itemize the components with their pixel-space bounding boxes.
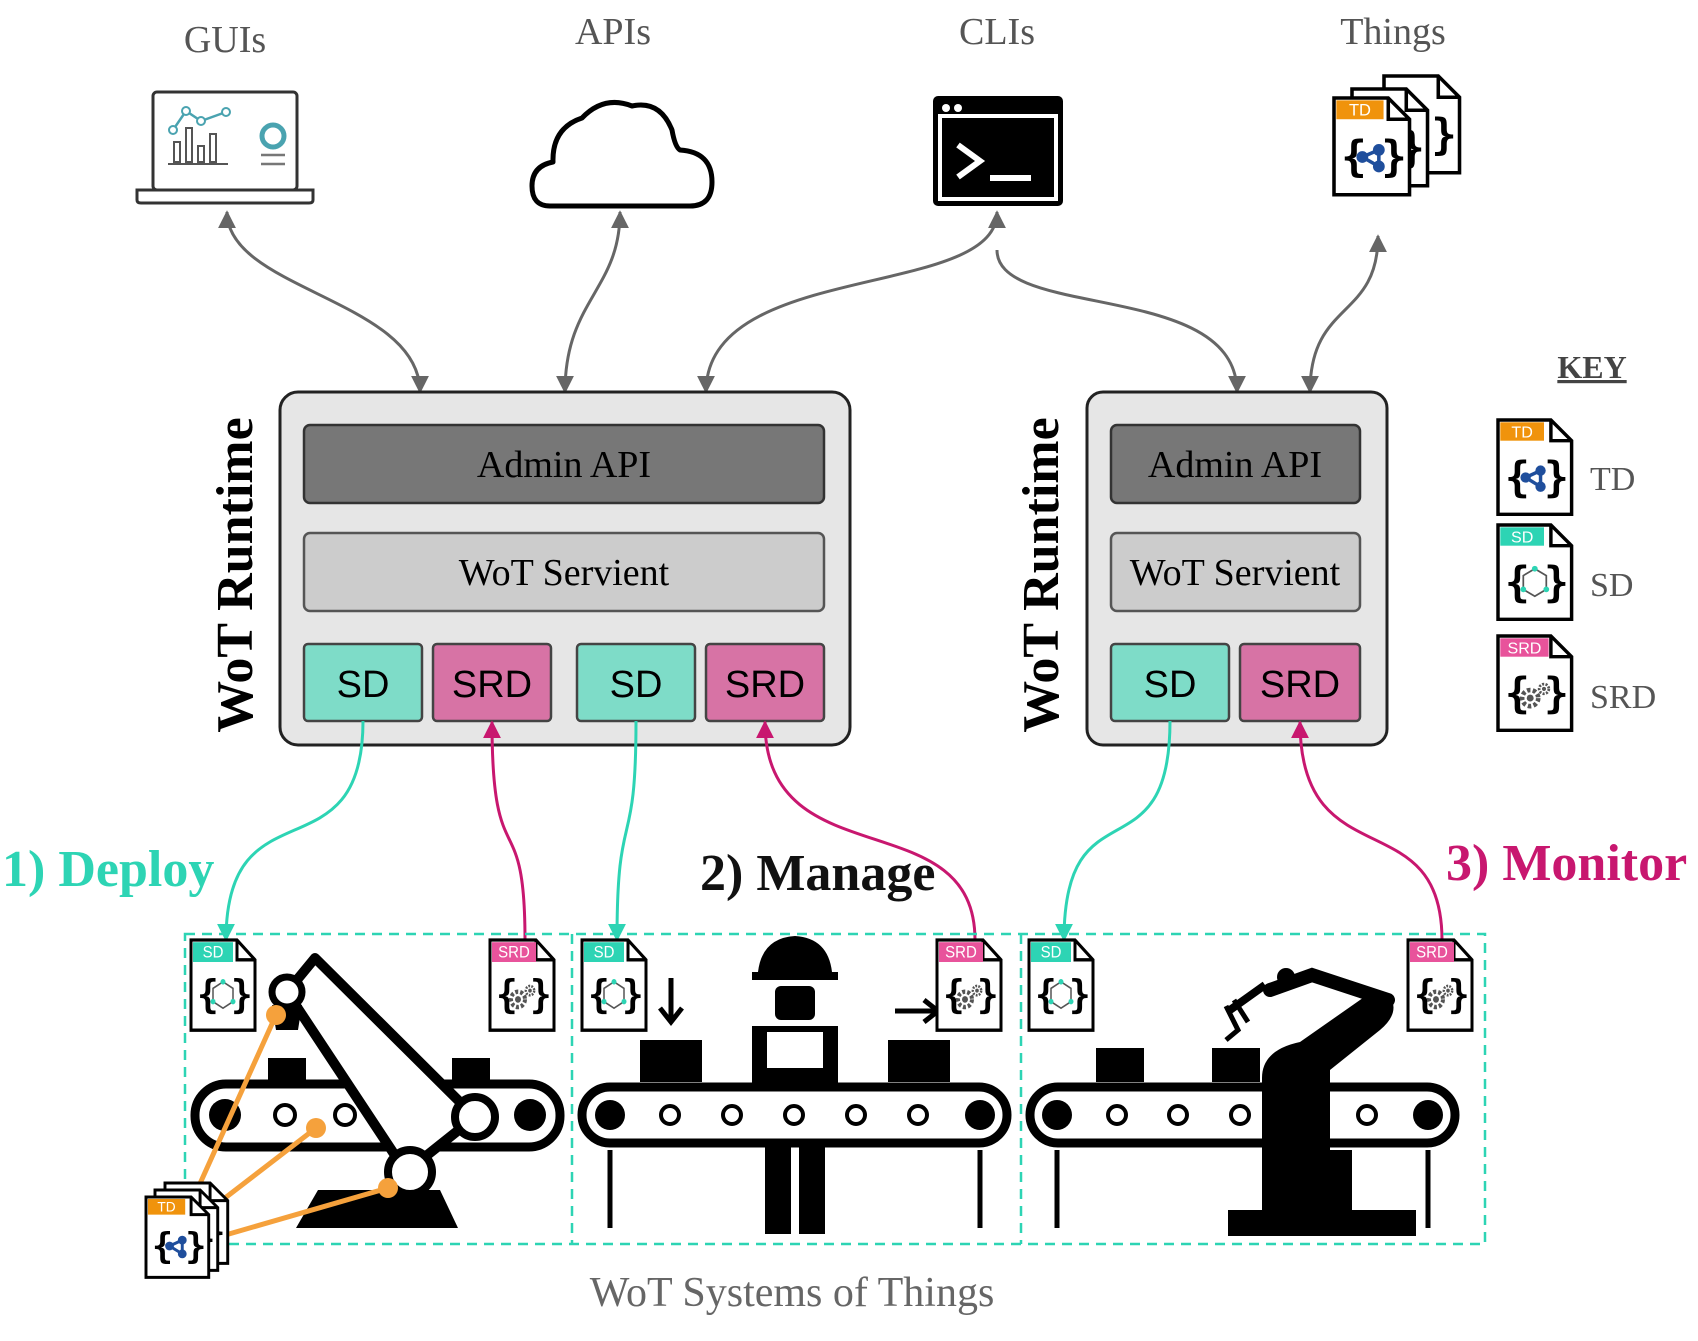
- key-srd-tag: SRD: [1507, 639, 1541, 657]
- scene1-sd-tag: SD: [203, 944, 224, 962]
- terminal-icon: [933, 96, 1063, 206]
- key-sd-tag: SD: [1511, 528, 1533, 546]
- phase-manage-label: 2) Manage: [700, 845, 935, 902]
- key-srd-label: SRD: [1590, 679, 1656, 716]
- robot-arm-conveyor-icon: [190, 953, 565, 1228]
- deploy-arrows: [217, 720, 1172, 942]
- things-label: Things: [1340, 11, 1446, 53]
- key-sd-doc: SD: [1496, 523, 1574, 622]
- runtime-left-title: WoT Runtime: [207, 417, 264, 732]
- thing-description-stack-icon: TD: [1332, 74, 1462, 197]
- runtime-right-title: WoT Runtime: [1013, 417, 1070, 732]
- runtime-left-sd-2-label: SD: [610, 664, 663, 706]
- runtime-left-admin-api: [302, 423, 826, 505]
- key-sd-label: SD: [1590, 567, 1633, 604]
- key-srd-doc: SRD: [1496, 634, 1574, 733]
- key-title: KEY: [1557, 349, 1626, 385]
- scene1-td-tag: TD: [157, 1200, 175, 1215]
- industrial-robot-conveyor-icon: [1025, 967, 1460, 1236]
- runtime-right-admin-api: [1109, 423, 1362, 505]
- monitor-arrows: [483, 720, 1444, 941]
- runtime-right-servient-label: WoT Servient: [1130, 552, 1341, 594]
- td-links: [195, 1013, 389, 1239]
- scene3-srd-doc: SRD: [1406, 938, 1474, 1032]
- runtime-right-srd-label: SRD: [1260, 664, 1340, 706]
- laptop-dashboard-icon: [135, 90, 315, 205]
- scene1-sd-doc: SD: [189, 938, 257, 1032]
- runtime-left-servient-label: WoT Servient: [459, 552, 670, 594]
- runtime-right-sd-label: SD: [1144, 664, 1197, 706]
- cloud-icon: [529, 100, 715, 209]
- key-td-tag: TD: [1511, 423, 1532, 441]
- runtime-right-admin-api-label: Admin API: [1148, 444, 1322, 486]
- interface-connectors: [218, 210, 1387, 394]
- key-td-label: TD: [1590, 461, 1635, 498]
- apis-label: APIs: [575, 11, 651, 53]
- runtime-left-sd-1-label: SD: [337, 664, 390, 706]
- scene3-sd-tag: SD: [1041, 944, 1062, 962]
- scene2-sd-tag: SD: [594, 944, 615, 962]
- key-td-doc: TD: [1496, 418, 1574, 517]
- runtime-left-servient: [302, 531, 826, 613]
- phase-deploy-label: 1) Deploy: [2, 841, 214, 898]
- runtime-left-srd-2-label: SRD: [725, 664, 805, 706]
- clis-label: CLIs: [959, 11, 1035, 53]
- runtime-left-srd-1-label: SRD: [452, 664, 532, 706]
- scene3-sd-doc: SD: [1027, 938, 1095, 1032]
- td-link-endpoints: [266, 1005, 398, 1198]
- scene2-srd-doc: SRD: [935, 938, 1003, 1032]
- runtime-left-admin-api-label: Admin API: [477, 444, 651, 486]
- systems-panel: [183, 932, 1487, 1246]
- scene1-srd-doc: SRD: [488, 938, 556, 1032]
- scene2-srd-tag: SRD: [945, 944, 977, 962]
- phase-monitor-label: 3) Monitor: [1446, 835, 1687, 892]
- runtime-right-servient: [1109, 531, 1362, 613]
- things-td-tag: TD: [1349, 101, 1371, 120]
- scene1-td-stack: TD: [144, 1181, 230, 1279]
- scene2-sd-doc: SD: [580, 938, 648, 1032]
- guis-label: GUIs: [184, 19, 266, 61]
- systems-caption: WoT Systems of Things: [590, 1270, 995, 1316]
- scene3-srd-tag: SRD: [1416, 944, 1448, 962]
- worker-conveyor-icon: [577, 936, 1012, 1234]
- scene1-srd-tag: SRD: [498, 944, 530, 962]
